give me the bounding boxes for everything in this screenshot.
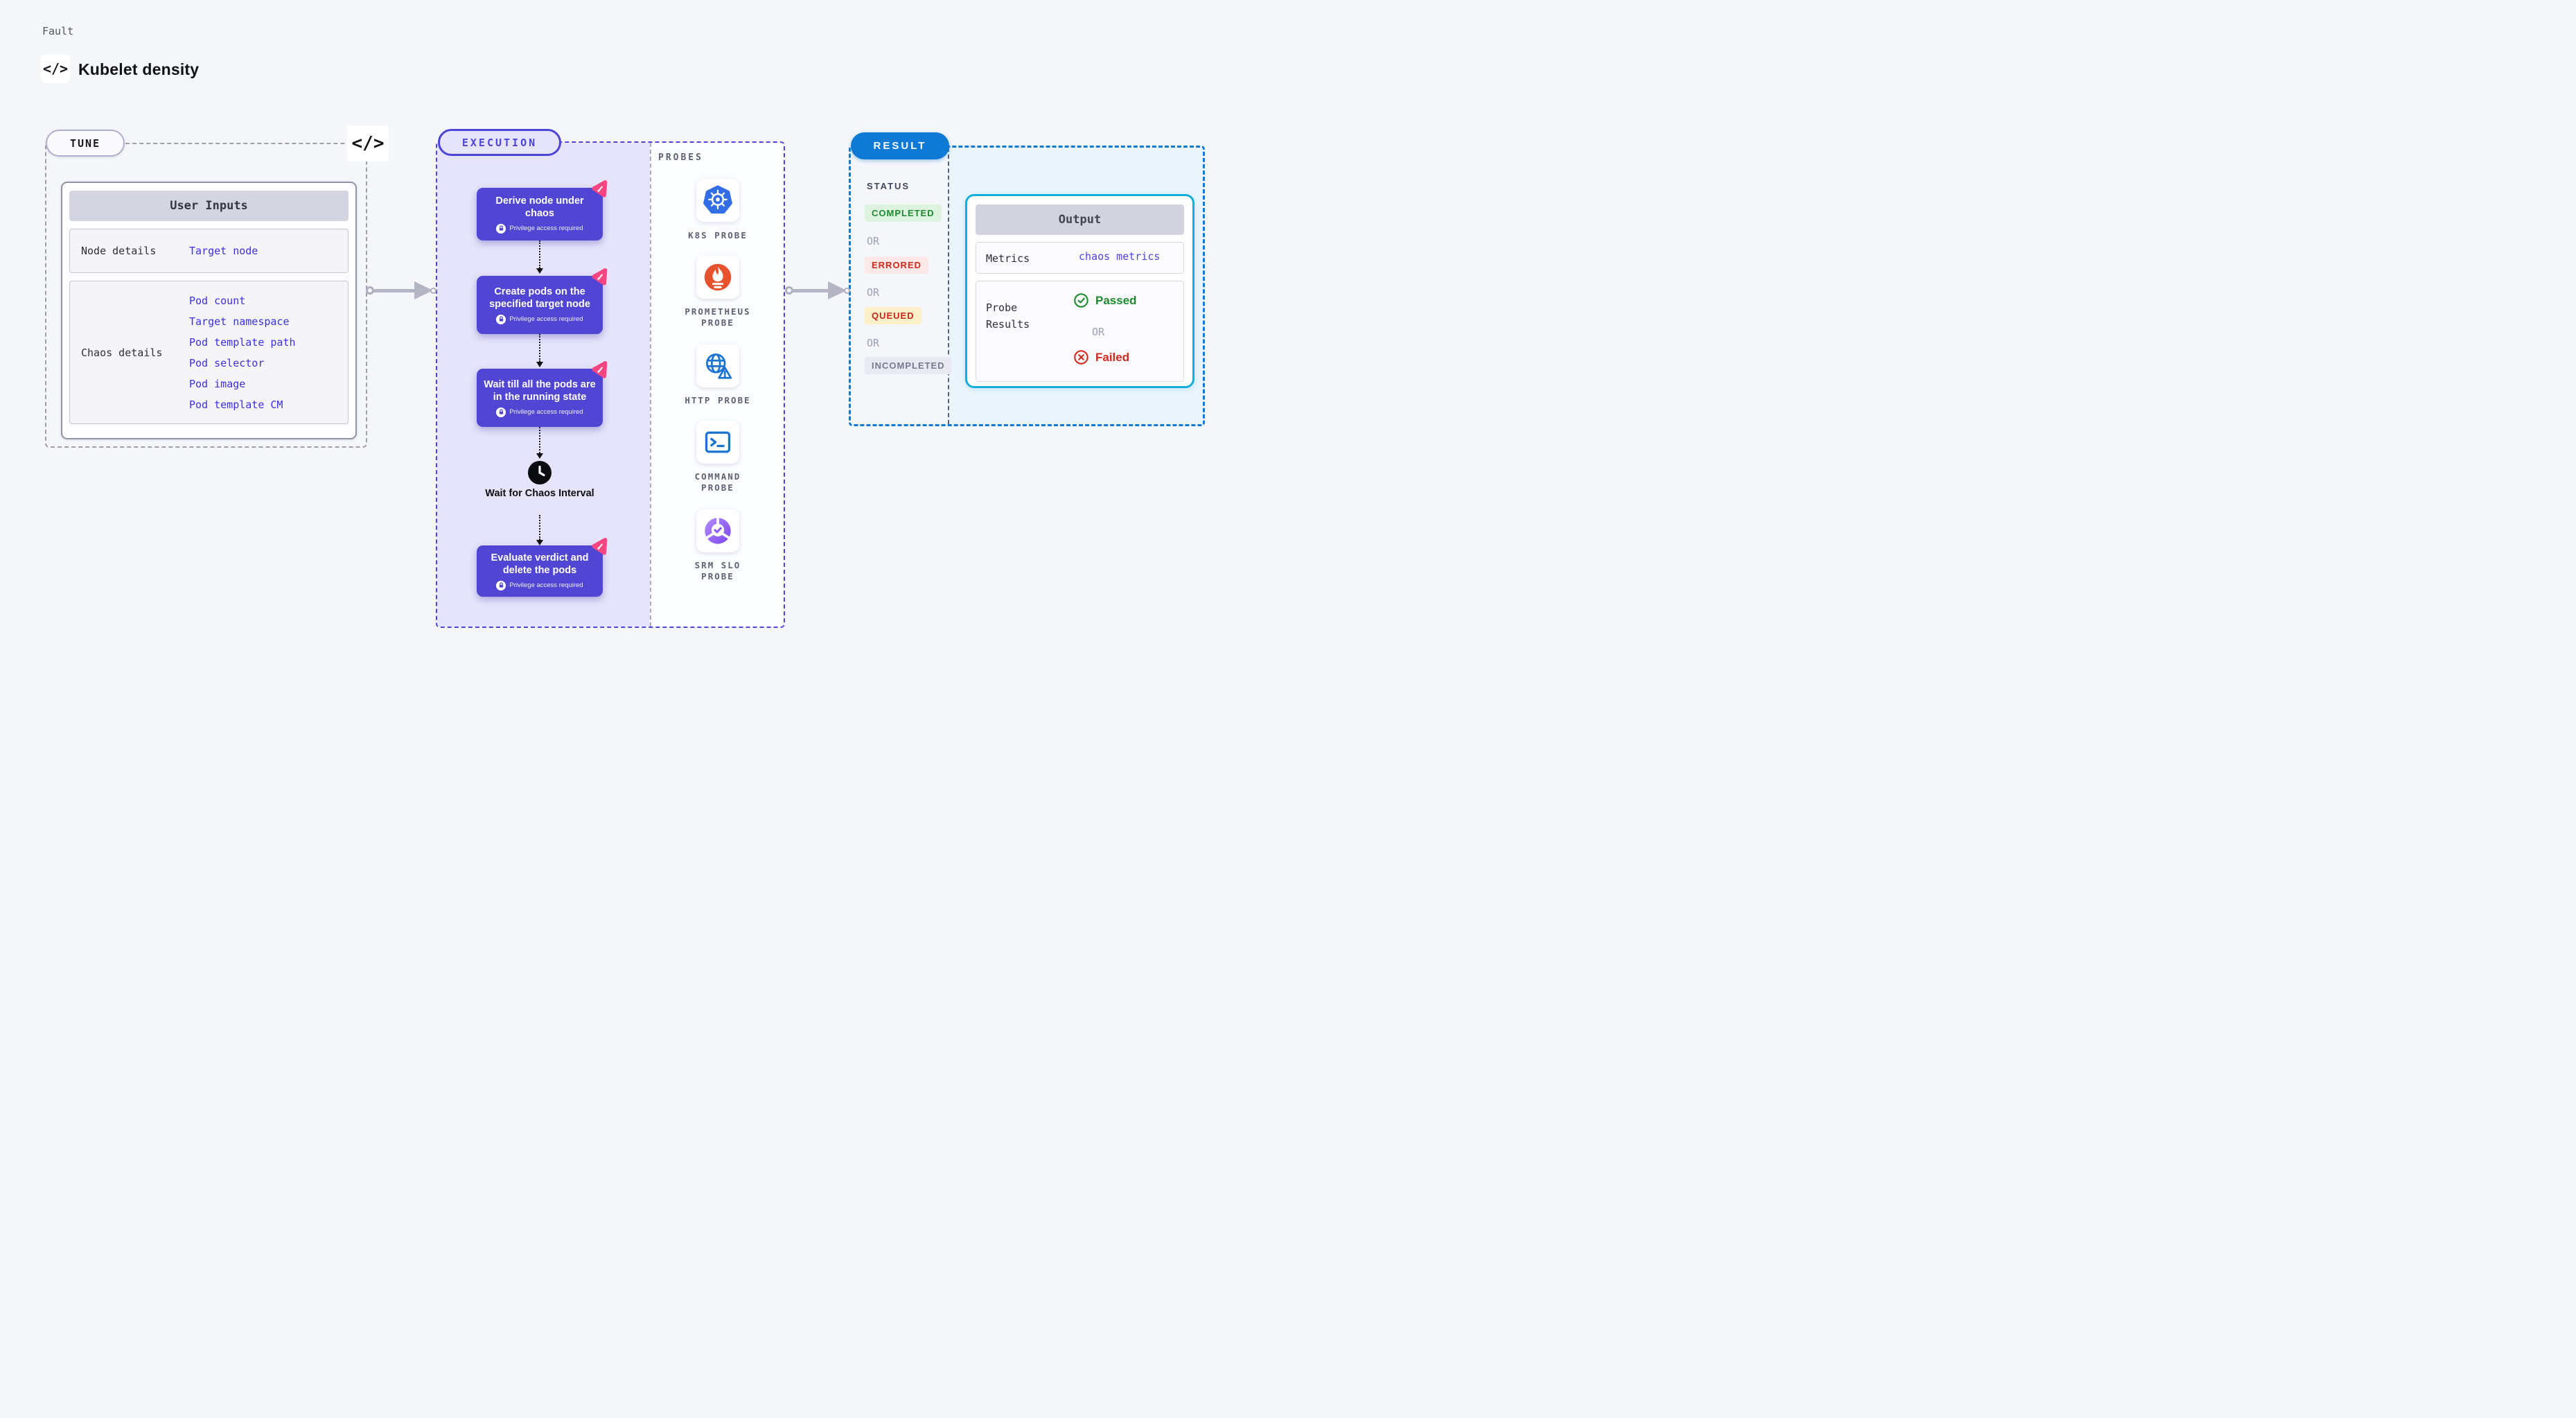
result-divider — [948, 148, 949, 424]
input-link-pod-selector[interactable]: Pod selector — [189, 356, 265, 369]
code-icon: </> — [41, 54, 70, 83]
or-label: OR — [867, 337, 880, 349]
arrow-execution-to-result — [785, 281, 852, 299]
srm-slo-probe-icon[interactable] — [696, 509, 739, 552]
status-badge-incompleted: INCOMPLETED — [865, 357, 952, 374]
status-badge-errored: ERRORED — [865, 256, 929, 274]
input-link-pod-template-cm[interactable]: Pod template CM — [189, 398, 283, 411]
arrow-tune-to-execution — [366, 281, 438, 299]
step-evaluate-verdict[interactable]: Evaluate verdict and delete the pods Pri… — [477, 538, 608, 597]
check-circle-icon — [1074, 293, 1088, 308]
page-title: Kubelet density — [78, 60, 200, 78]
user-inputs-table: User Inputs Node details Target node Cha… — [61, 182, 357, 439]
step-wait-pods-running[interactable]: Wait till all the pods are in the runnin… — [477, 361, 608, 427]
metrics-value-link[interactable]: chaos metrics — [1079, 250, 1161, 263]
privilege-note: Privilege access required — [509, 315, 583, 324]
litmus-chaos-icon — [592, 361, 608, 378]
lock-icon — [496, 223, 506, 234]
passed-label: Passed — [1095, 293, 1137, 307]
litmus-chaos-icon — [592, 268, 608, 286]
privilege-note: Privilege access required — [509, 408, 583, 417]
step-derive-node[interactable]: Derive node under chaos Privilege access… — [477, 180, 608, 240]
or-label: OR — [867, 286, 880, 299]
table-row-chaos-details: Chaos details Pod count Target namespace… — [69, 281, 349, 424]
probe-label: K8S PROBE — [688, 230, 748, 240]
metrics-label: Metrics — [986, 252, 1030, 265]
step-create-pods[interactable]: Create pods on the specified target node… — [477, 268, 608, 334]
tune-section — [45, 143, 367, 448]
result-badge: RESULT — [851, 132, 949, 159]
probe-label: HTTP PROBE — [685, 395, 751, 405]
or-label: OR — [867, 235, 880, 247]
k8s-probe-icon[interactable] — [696, 179, 739, 222]
status-badge-queued: QUEUED — [865, 307, 921, 324]
table-row-node-details: Node details Target node — [69, 229, 349, 273]
row-label: Node details — [81, 245, 157, 257]
step-title: Wait till all the pods are in the runnin… — [484, 379, 596, 403]
tune-code-icon: </> — [347, 125, 389, 161]
command-probe-icon[interactable] — [696, 421, 739, 464]
user-inputs-title: User Inputs — [69, 191, 349, 221]
failed-label: Failed — [1095, 350, 1130, 364]
probes-title: PROBES — [658, 152, 703, 163]
status-badge-completed: COMPLETED — [865, 204, 942, 222]
output-card: Output Metrics chaos metrics Probe Resul… — [965, 194, 1194, 388]
probe-label: COMMAND PROBE — [694, 471, 741, 493]
wait-for-chaos-interval-label: Wait for Chaos Interval — [485, 488, 594, 499]
privilege-note: Privilege access required — [509, 581, 583, 590]
verdict-failed: Failed — [1073, 349, 1129, 365]
probe-label: PROMETHEUS PROBE — [685, 306, 751, 328]
step-title: Derive node under chaos — [495, 195, 584, 219]
clock-icon — [527, 460, 552, 485]
fault-eyebrow-label: Fault — [42, 25, 74, 37]
lock-icon — [496, 580, 506, 590]
output-title: Output — [976, 204, 1184, 235]
litmus-chaos-icon — [592, 180, 608, 198]
execution-probes-divider — [650, 143, 651, 627]
prometheus-probe-icon[interactable] — [696, 256, 739, 299]
row-label: Chaos details — [81, 346, 163, 359]
probe-results-row: Probe Results Passed OR Failed — [976, 281, 1184, 382]
lock-icon — [496, 314, 506, 324]
step-title: Evaluate verdict and delete the pods — [491, 552, 589, 576]
litmus-chaos-icon — [592, 538, 608, 555]
execution-badge: EXECUTION — [438, 129, 561, 156]
execution-section: Derive node under chaos Privilege access… — [436, 141, 785, 628]
status-title: STATUS — [867, 181, 910, 191]
probe-label: SRM SLO PROBE — [694, 560, 741, 581]
http-probe-icon[interactable] — [696, 344, 739, 387]
input-link-target-node[interactable]: Target node — [189, 245, 258, 257]
step-title: Create pods on the specified target node — [489, 286, 590, 310]
input-link-pod-image[interactable]: Pod image — [189, 377, 246, 390]
probe-results-label: Probe Results — [986, 301, 1030, 331]
input-link-pod-template-path[interactable]: Pod template path — [189, 335, 296, 349]
x-circle-icon — [1074, 350, 1088, 365]
tune-badge: TUNE — [46, 130, 125, 157]
verdict-passed: Passed — [1073, 292, 1137, 308]
privilege-note: Privilege access required — [509, 225, 583, 233]
input-link-target-namespace[interactable]: Target namespace — [189, 315, 290, 328]
input-link-pod-count[interactable]: Pod count — [189, 294, 246, 307]
lock-icon — [496, 407, 506, 417]
fault-diagram-page: Fault </> Kubelet density TUNE </> User … — [0, 0, 1288, 709]
or-label: OR — [1092, 326, 1105, 338]
metrics-row: Metrics chaos metrics — [976, 242, 1184, 274]
result-section: STATUS COMPLETED OR ERRORED OR QUEUED OR… — [849, 146, 1205, 426]
